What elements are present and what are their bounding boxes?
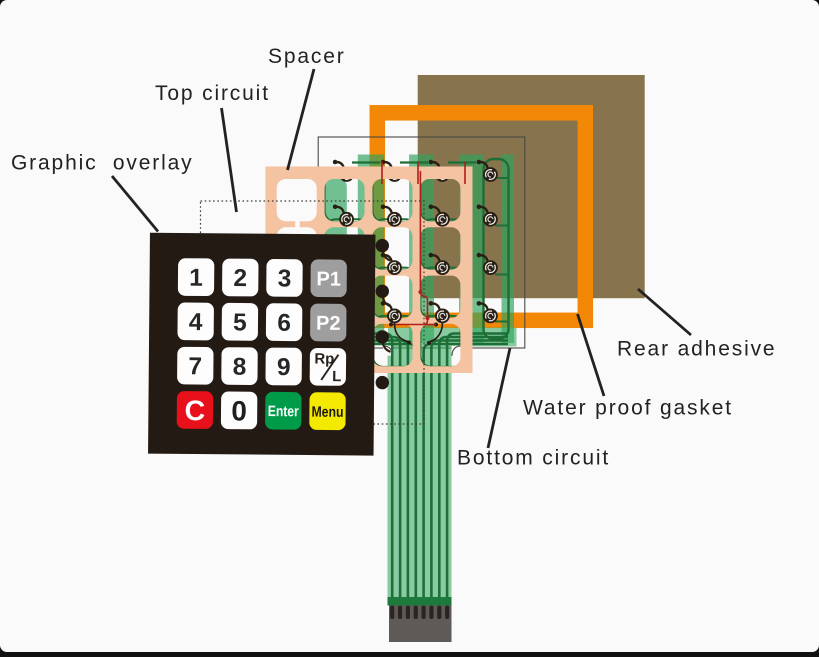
svg-text:9: 9 — [277, 354, 291, 381]
svg-text:Bottom circuit: Bottom circuit — [457, 447, 610, 470]
svg-text:4: 4 — [189, 309, 203, 336]
svg-text:Water proof gasket: Water proof gasket — [523, 397, 733, 420]
svg-text:Graphic overlay: Graphic overlay — [11, 152, 194, 175]
svg-text:Rp: Rp — [314, 350, 334, 367]
svg-text:C: C — [184, 395, 205, 427]
svg-text:P1: P1 — [316, 268, 341, 290]
svg-text:Enter: Enter — [268, 403, 299, 420]
svg-text:P2: P2 — [316, 313, 341, 335]
svg-text:L: L — [332, 368, 341, 385]
svg-text:6: 6 — [277, 310, 291, 337]
svg-text:Rear adhesive: Rear adhesive — [617, 337, 776, 360]
svg-text:2: 2 — [233, 265, 247, 292]
svg-text:1: 1 — [189, 265, 203, 292]
svg-text:Spacer: Spacer — [268, 45, 346, 68]
svg-text:7: 7 — [188, 353, 202, 380]
svg-text:5: 5 — [233, 309, 247, 336]
svg-text:Menu: Menu — [311, 404, 343, 421]
svg-text:Top circuit: Top circuit — [155, 82, 270, 105]
svg-text:8: 8 — [233, 354, 247, 381]
svg-text:3: 3 — [278, 265, 292, 292]
svg-text:0: 0 — [231, 395, 247, 426]
